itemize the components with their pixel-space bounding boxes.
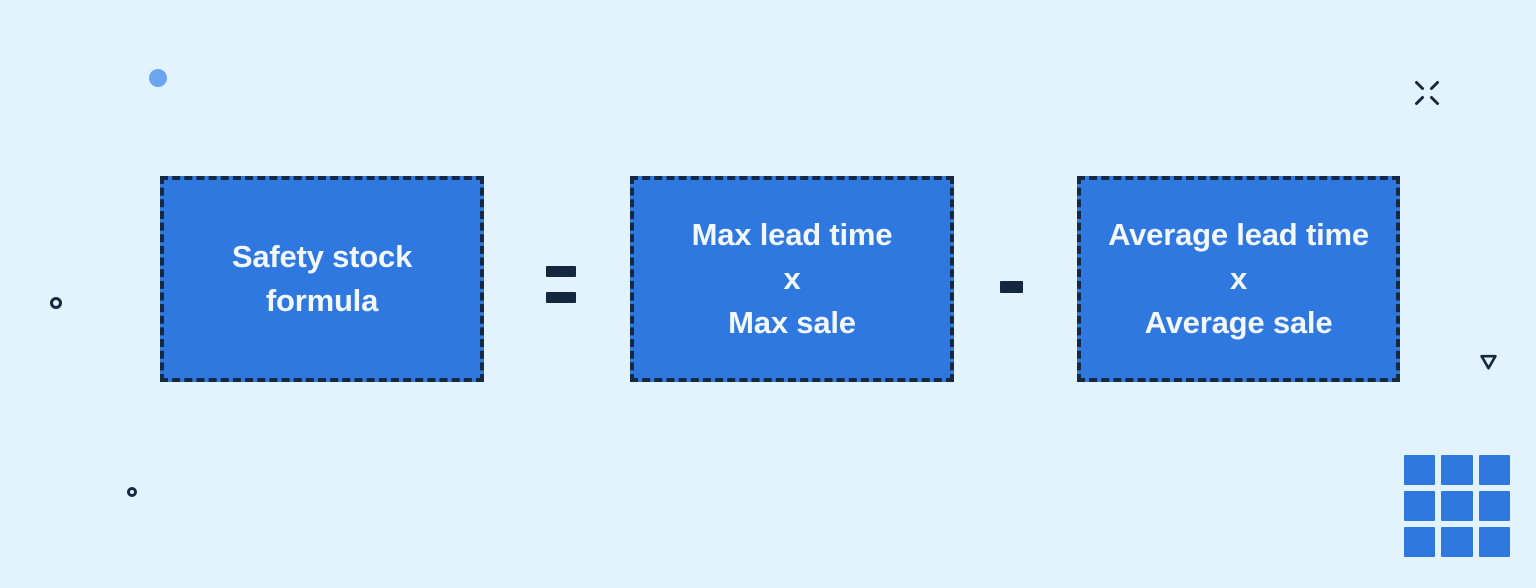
- grid-cell: [1441, 527, 1473, 557]
- grid-cell: [1478, 527, 1510, 557]
- grid-cell: [1404, 491, 1436, 521]
- formula-box-max: Max lead time x Max sale: [630, 176, 954, 382]
- equals-bar-bottom: [546, 292, 576, 303]
- formula-box-max-label: Max lead time x Max sale: [691, 216, 893, 340]
- formula-box-average-label: Average lead time x Average sale: [1108, 216, 1369, 340]
- filled-circle-icon: [149, 69, 167, 87]
- formula-box-safety-stock: Safety stock formula: [160, 176, 484, 382]
- collapse-arrows-icon: [1414, 80, 1440, 106]
- equals-sign-icon: [546, 266, 576, 303]
- triangle-down-outline-icon: [1479, 353, 1498, 371]
- grid-cell: [1441, 455, 1473, 485]
- grid-cell: [1404, 527, 1436, 557]
- formula-box-average: Average lead time x Average sale: [1077, 176, 1400, 382]
- equals-bar-top: [546, 266, 576, 277]
- circle-outline-icon: [50, 297, 62, 309]
- grid-cell: [1478, 455, 1510, 485]
- grid-cell: [1478, 491, 1510, 521]
- minus-sign-icon: [1000, 281, 1023, 293]
- circle-outline-small-icon: [127, 487, 137, 497]
- grid-3x3-icon: [1404, 455, 1510, 557]
- grid-cell: [1441, 491, 1473, 521]
- grid-cell: [1404, 455, 1436, 485]
- formula-box-safety-stock-label: Safety stock formula: [231, 238, 413, 318]
